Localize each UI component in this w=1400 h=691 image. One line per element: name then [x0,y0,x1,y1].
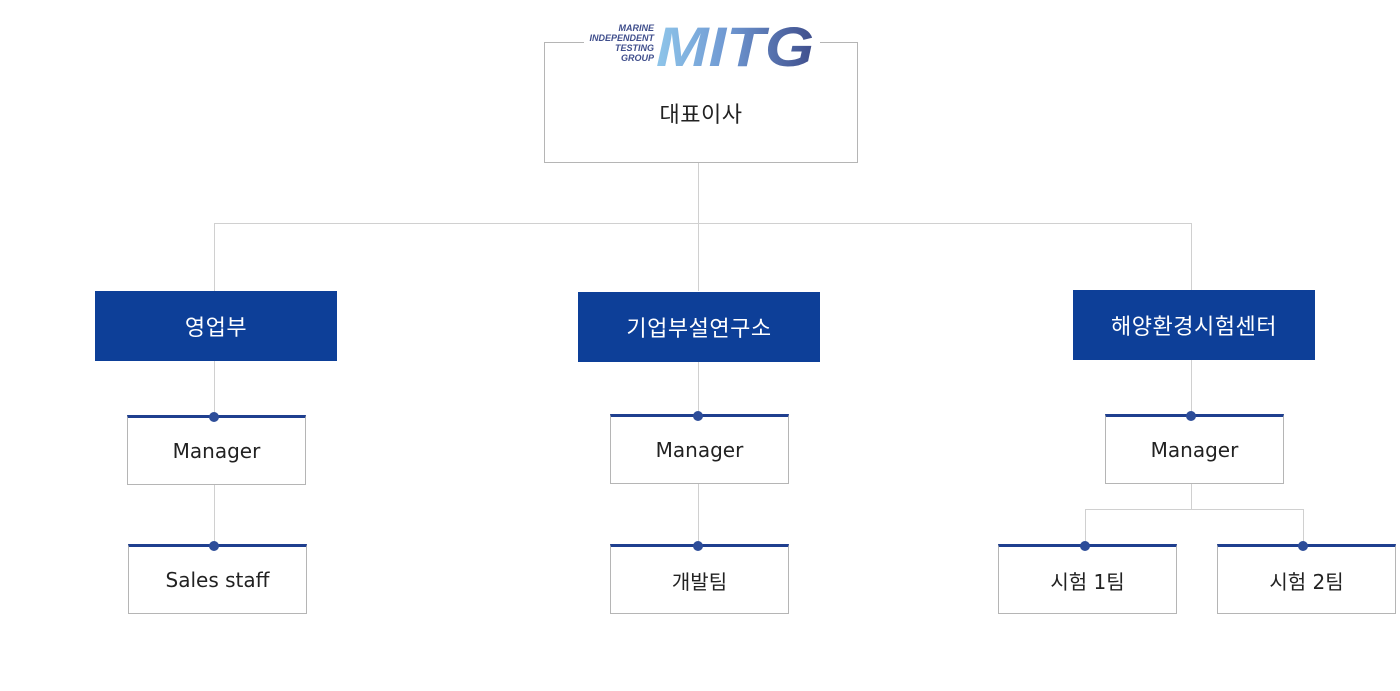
connector-ceo-down [698,163,699,291]
connector-dot [693,411,703,421]
department-box-rnd: 기업부설연구소 [578,292,820,362]
connector-dept1-up [214,223,215,291]
connector-manager3-down [1191,484,1192,510]
department-box-sales: 영업부 [95,291,337,361]
department-box-marine-center: 해양환경시험센터 [1073,290,1315,360]
manager-box: Manager [610,414,789,484]
connector-dept2-manager [698,361,699,416]
connector-dept3-up [1191,223,1192,291]
connector-team-split [1085,509,1304,510]
connector-manager1-team [214,485,215,546]
connector-dot [209,541,219,551]
logo-tagline: MARINE INDEPENDENT TESTING GROUP [589,23,654,63]
manager-label: Manager [172,439,261,463]
manager-box: Manager [127,415,306,485]
department-label: 영업부 [184,316,248,341]
department-label: 해양환경시험센터 [1111,315,1277,340]
team-box-test-2: 시험 2팀 [1217,544,1396,614]
connector-dept1-manager [214,361,215,417]
connector-dot [1080,541,1090,551]
connector-team2-up [1303,509,1304,546]
connector-dot [693,541,703,551]
team-box-test-1: 시험 1팀 [998,544,1177,614]
manager-label: Manager [1150,438,1239,462]
connector-manager2-team [698,484,699,546]
connector-dot [1186,411,1196,421]
department-label: 기업부설연구소 [626,317,772,342]
team-box-sales-staff: Sales staff [128,544,307,614]
connector-dot [209,412,219,422]
connector-horizontal [214,223,1192,224]
mitg-logo: MARINE INDEPENDENT TESTING GROUP MITG [584,18,820,72]
connector-team1-up [1085,509,1086,546]
svg-text:MITG: MITG [656,18,814,72]
team-label: 시험 2팀 [1269,569,1344,594]
ceo-label: 대표이사 [659,102,743,128]
manager-label: Manager [655,438,744,462]
manager-box: Manager [1105,414,1284,484]
team-label: 시험 1팀 [1050,569,1125,594]
connector-dot [1298,541,1308,551]
connector-dept3-manager [1191,360,1192,416]
team-label: 개발팀 [671,569,728,594]
team-label: Sales staff [165,568,270,592]
logo-wordmark-icon: MITG [656,18,814,72]
team-box-dev: 개발팀 [610,544,789,614]
